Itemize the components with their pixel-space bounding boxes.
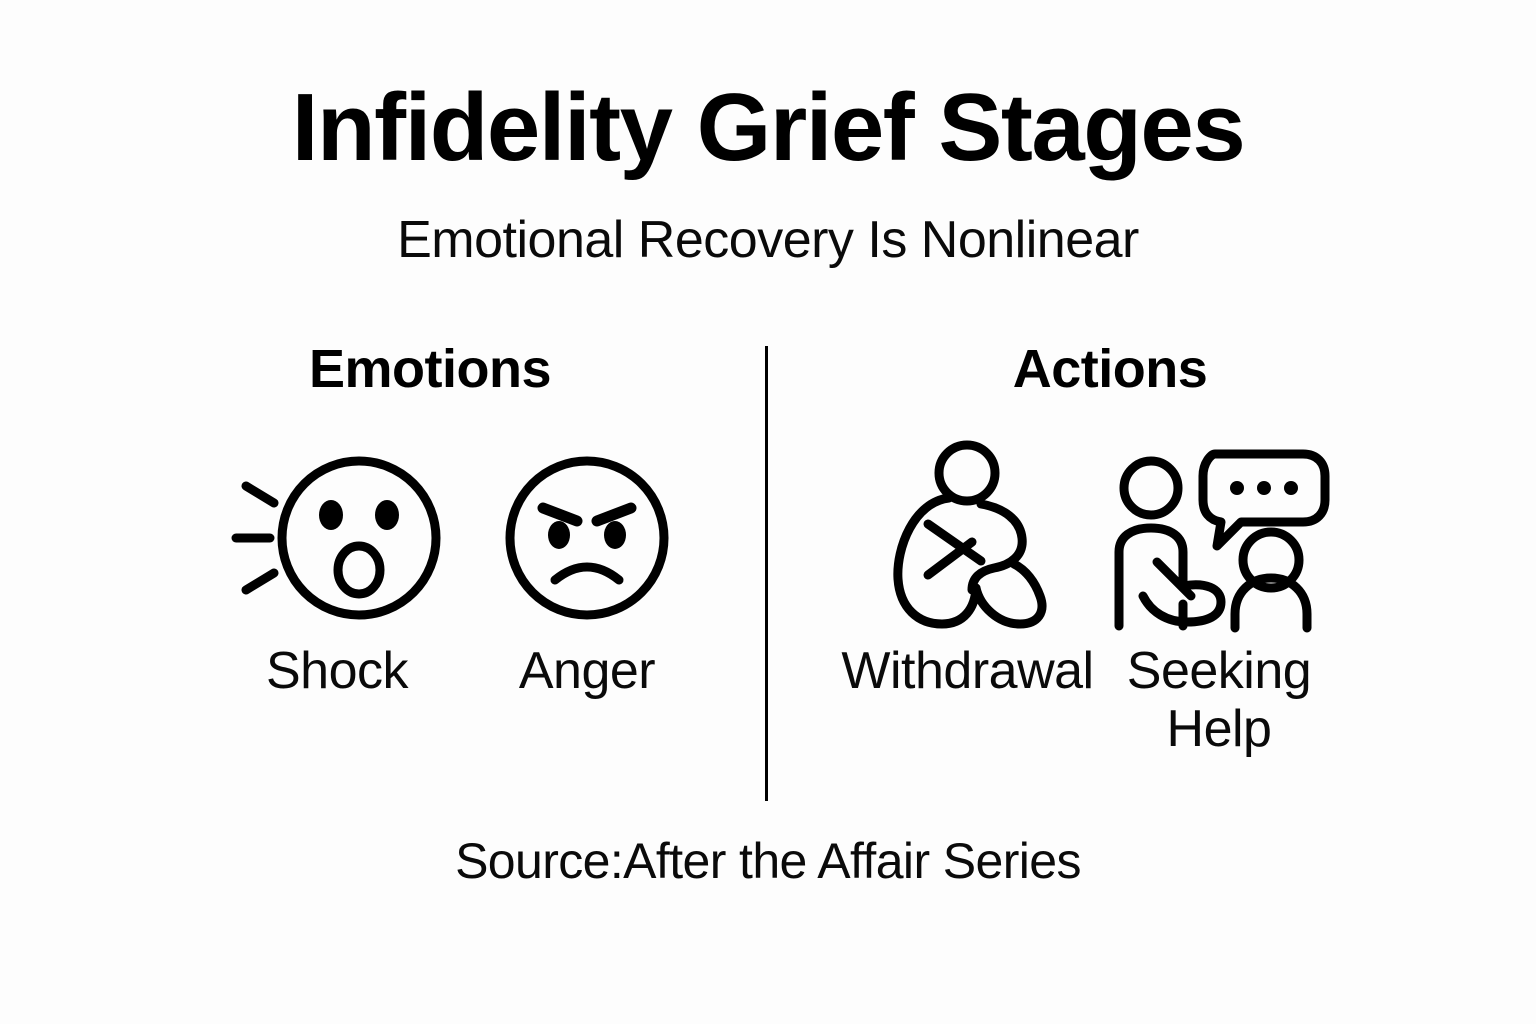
item-label-withdrawal: Withdrawal bbox=[841, 642, 1094, 700]
angry-face-icon bbox=[472, 438, 702, 638]
person-curled-up-icon bbox=[830, 438, 1105, 638]
shocked-face-icon bbox=[222, 438, 452, 638]
item-seeking: Seeking Help bbox=[1105, 438, 1333, 758]
page-title: Infidelity Grief Stages bbox=[291, 74, 1246, 181]
item-label-shock: Shock bbox=[265, 642, 409, 700]
item-anger: Anger bbox=[472, 438, 702, 700]
column-header-actions: Actions bbox=[1012, 339, 1208, 399]
item-withdrawal: Withdrawal bbox=[830, 438, 1105, 700]
column-divider bbox=[765, 346, 768, 801]
item-label-seeking-help: Seeking Help bbox=[1126, 642, 1312, 759]
item-label-anger: Anger bbox=[518, 642, 656, 700]
source-caption: Source:After the Affair Series bbox=[455, 833, 1081, 889]
two-people-speech-bubble-icon bbox=[1105, 438, 1333, 638]
item-shock: Shock bbox=[222, 438, 452, 700]
page-subtitle: Emotional Recovery Is Nonlinear bbox=[397, 211, 1139, 269]
column-header-emotions: Emotions bbox=[308, 339, 552, 399]
